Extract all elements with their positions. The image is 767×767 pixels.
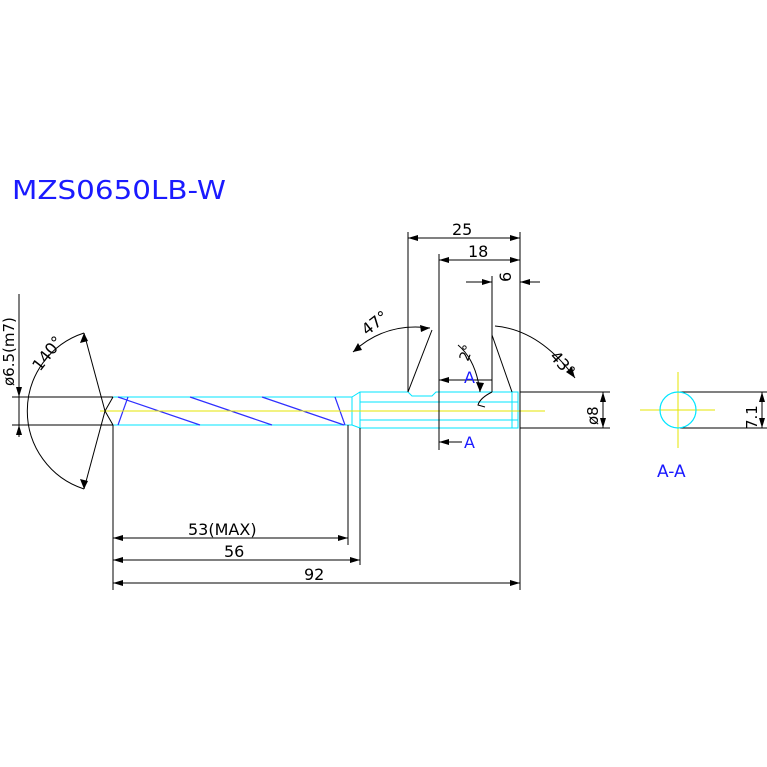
- label-len-18: 18: [468, 242, 488, 261]
- centerline: [100, 372, 715, 448]
- dimension-arrows: [16, 235, 765, 586]
- label-len-56: 56: [224, 542, 244, 561]
- label-body-diameter: ø8: [584, 406, 602, 425]
- label-len-53max: 53(MAX): [188, 520, 257, 539]
- label-point-angle: 140°: [28, 332, 67, 374]
- section-marker-top: A: [464, 368, 475, 387]
- label-angle-47: 47°: [358, 307, 392, 339]
- label-len-92: 92: [304, 565, 324, 584]
- label-angle-2: 2°: [457, 343, 477, 363]
- tool-body-outline: [113, 391, 519, 429]
- drawing-title: MZS0650LB-W: [12, 176, 226, 206]
- label-len-6: 6: [496, 272, 515, 282]
- label-len-25: 25: [452, 220, 472, 239]
- section-marker-bottom: A: [464, 433, 475, 452]
- label-shank-diameter: ø6.5(m7): [0, 317, 18, 386]
- label-section-7-1: 7.1: [743, 405, 761, 429]
- section-view-title: A-A: [657, 462, 686, 482]
- section-circle: [659, 391, 697, 429]
